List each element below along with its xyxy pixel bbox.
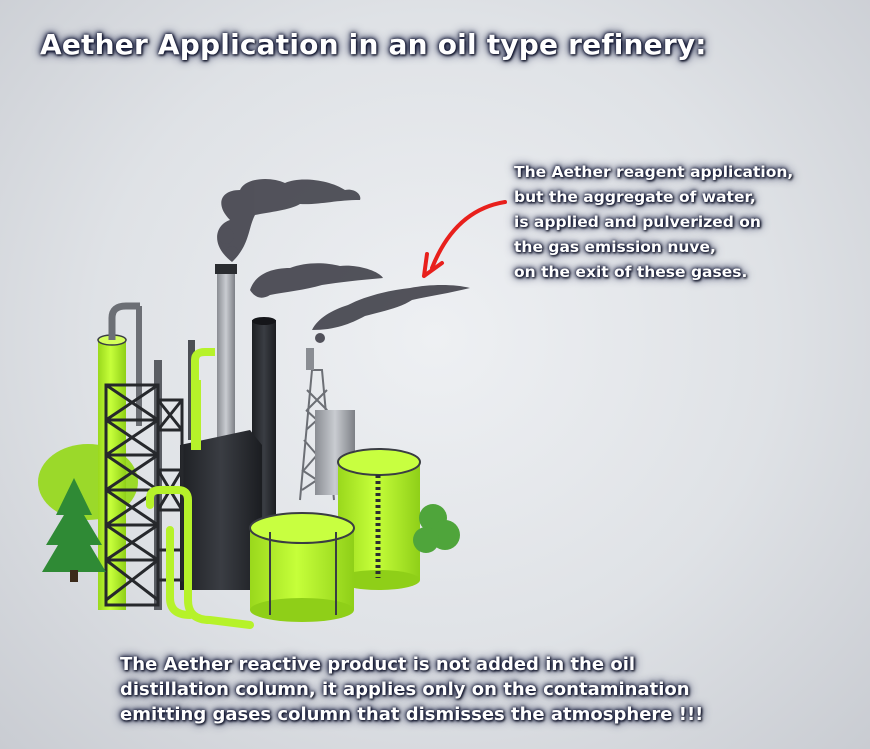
footer-line: emitting gases column that dismisses the… (120, 704, 704, 725)
green-pipelines (146, 486, 254, 629)
tall-chimney (217, 268, 235, 448)
dark-building (180, 430, 262, 590)
footer-line: distillation column, it applies only on … (120, 679, 690, 700)
footer-line: The Aether reactive product is not added… (120, 654, 636, 675)
red-arrow (430, 200, 507, 270)
callout-line: but the aggregate of water, (514, 188, 756, 206)
footer-note: The Aether reactive product is not added… (120, 652, 860, 727)
storage-tank-right (337, 448, 421, 590)
tree-right (413, 504, 460, 553)
callout-line: is applied and pulverized on (514, 213, 761, 231)
page-title: Aether Application in an oil type refine… (40, 28, 707, 61)
smoke-plumes (217, 178, 470, 343)
callout-line: The Aether reagent application, (514, 163, 794, 181)
callout-line: the gas emission nuve, (514, 238, 716, 256)
tree-left (42, 478, 106, 582)
callout-line: on the exit of these gases. (514, 263, 748, 281)
red-arrowhead (422, 252, 444, 278)
callout-text: The Aether reagent application, but the … (514, 160, 864, 285)
storage-tank-front (249, 512, 355, 622)
